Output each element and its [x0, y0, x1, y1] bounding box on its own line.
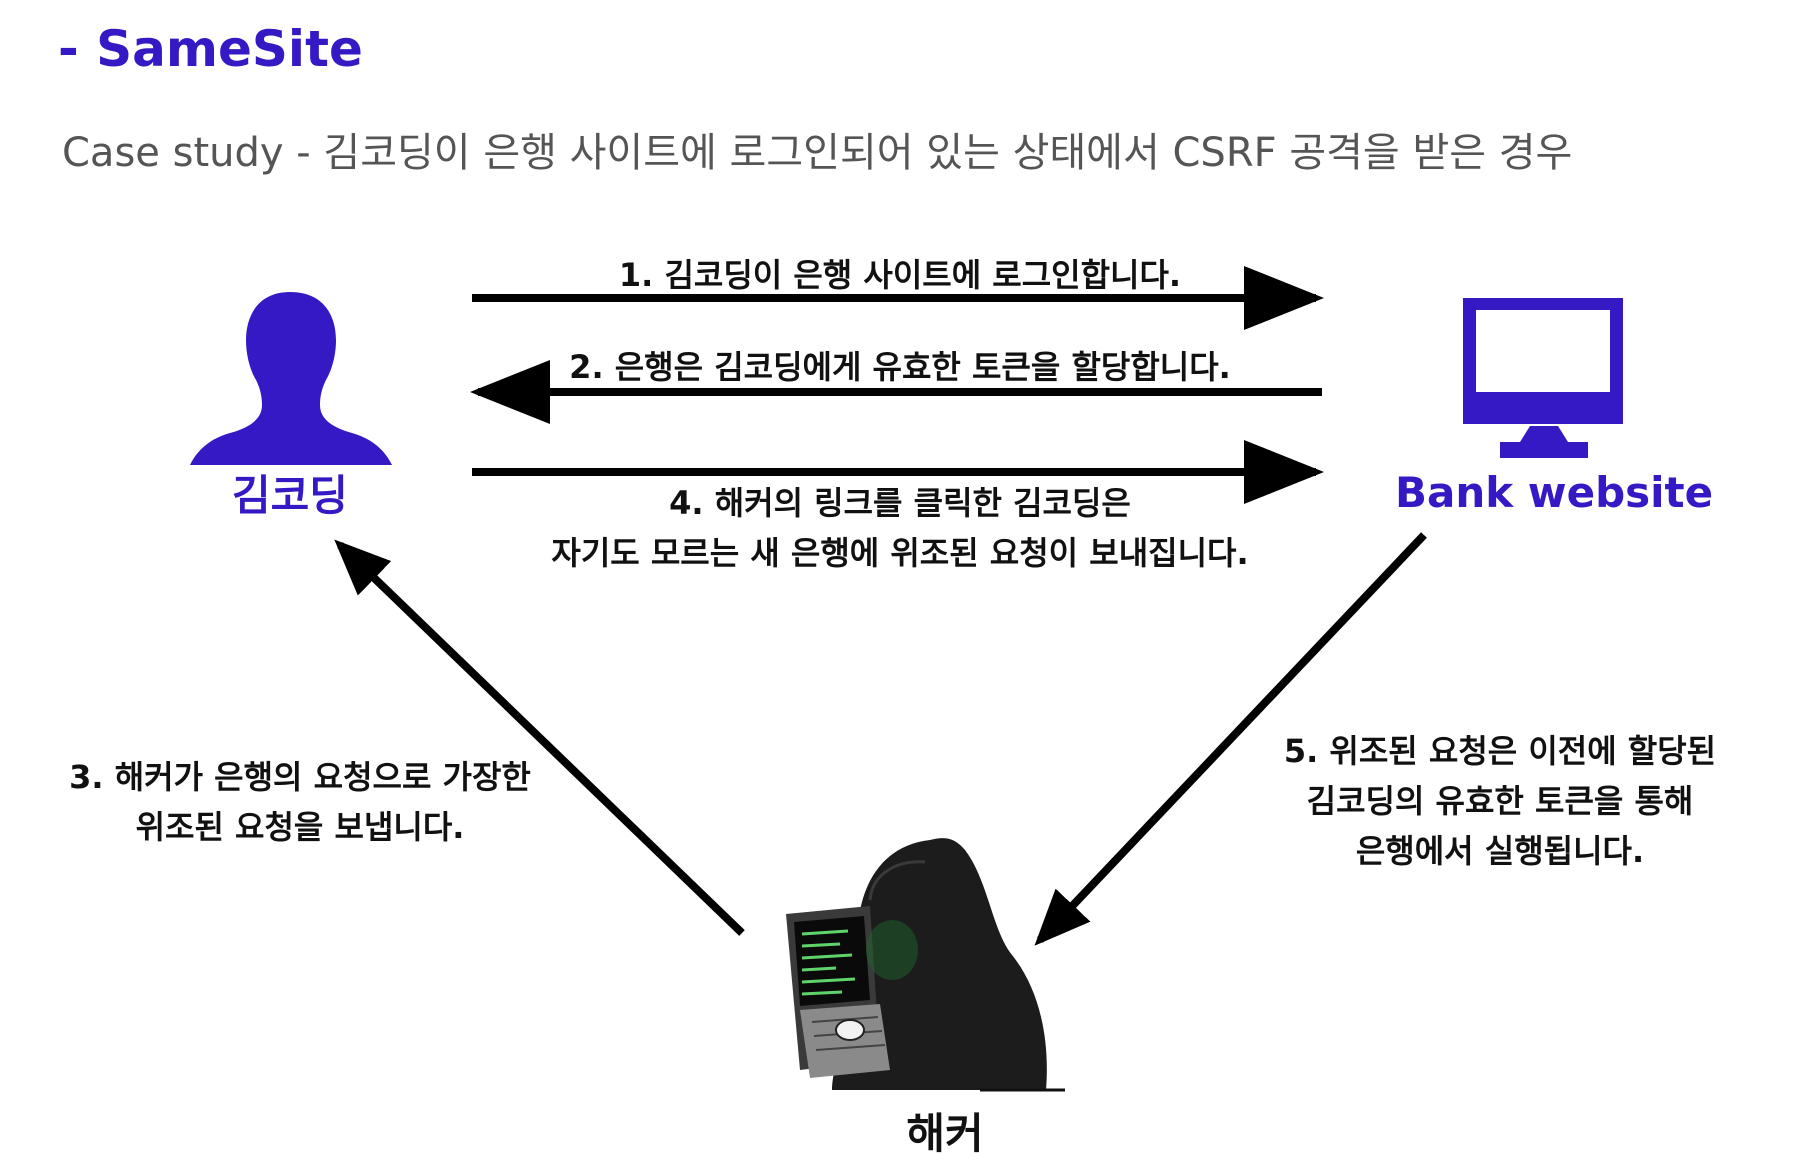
step-1-label: 1. 김코딩이 은행 사이트에 로그인합니다. [618, 256, 1182, 294]
step-5-line-2: 김코딩의 유효한 토큰을 통해 [1306, 782, 1694, 820]
step-4-line-1: 4. 해커의 링크를 클릭한 김코딩은 [669, 484, 1131, 522]
step-5-line-3: 은행에서 실행됩니다. [1355, 832, 1645, 870]
step-3-line-2: 위조된 요청을 보냅니다. [135, 808, 465, 846]
page-title: - SameSite [58, 20, 363, 78]
monitor-icon [1463, 298, 1623, 458]
arrow-step-3 [334, 539, 745, 936]
step-3-label: 3. 해커가 은행의 요청으로 가장한 위조된 요청을 보냅니다. [40, 752, 560, 852]
arrow-step-5 [1034, 532, 1427, 946]
step-2-label: 2. 은행은 김코딩에게 유효한 토큰을 할당합니다. [569, 348, 1231, 386]
hacker-label: 해커 [906, 1109, 984, 1158]
step-5-label: 5. 위조된 요청은 이전에 할당된 김코딩의 유효한 토큰을 통해 은행에서 … [1250, 726, 1750, 876]
hooded-hacker-laptop-icon [786, 838, 1065, 1092]
bank-label: Bank website [1395, 468, 1714, 517]
person-silhouette-icon [190, 292, 392, 465]
step-3-line-1: 3. 해커가 은행의 요청으로 가장한 [69, 758, 531, 796]
step-4-line-2: 자기도 모르는 새 은행에 위조된 요청이 보내집니다. [551, 534, 1249, 572]
user-label: 김코딩 [232, 471, 348, 520]
step-4-label: 4. 해커의 링크를 클릭한 김코딩은 자기도 모르는 새 은행에 위조된 요청… [470, 478, 1330, 578]
step-5-line-1: 5. 위조된 요청은 이전에 할당된 [1283, 732, 1717, 770]
case-study-subtitle: Case study - 김코딩이 은행 사이트에 로그인되어 있는 상태에서 … [62, 130, 1573, 176]
